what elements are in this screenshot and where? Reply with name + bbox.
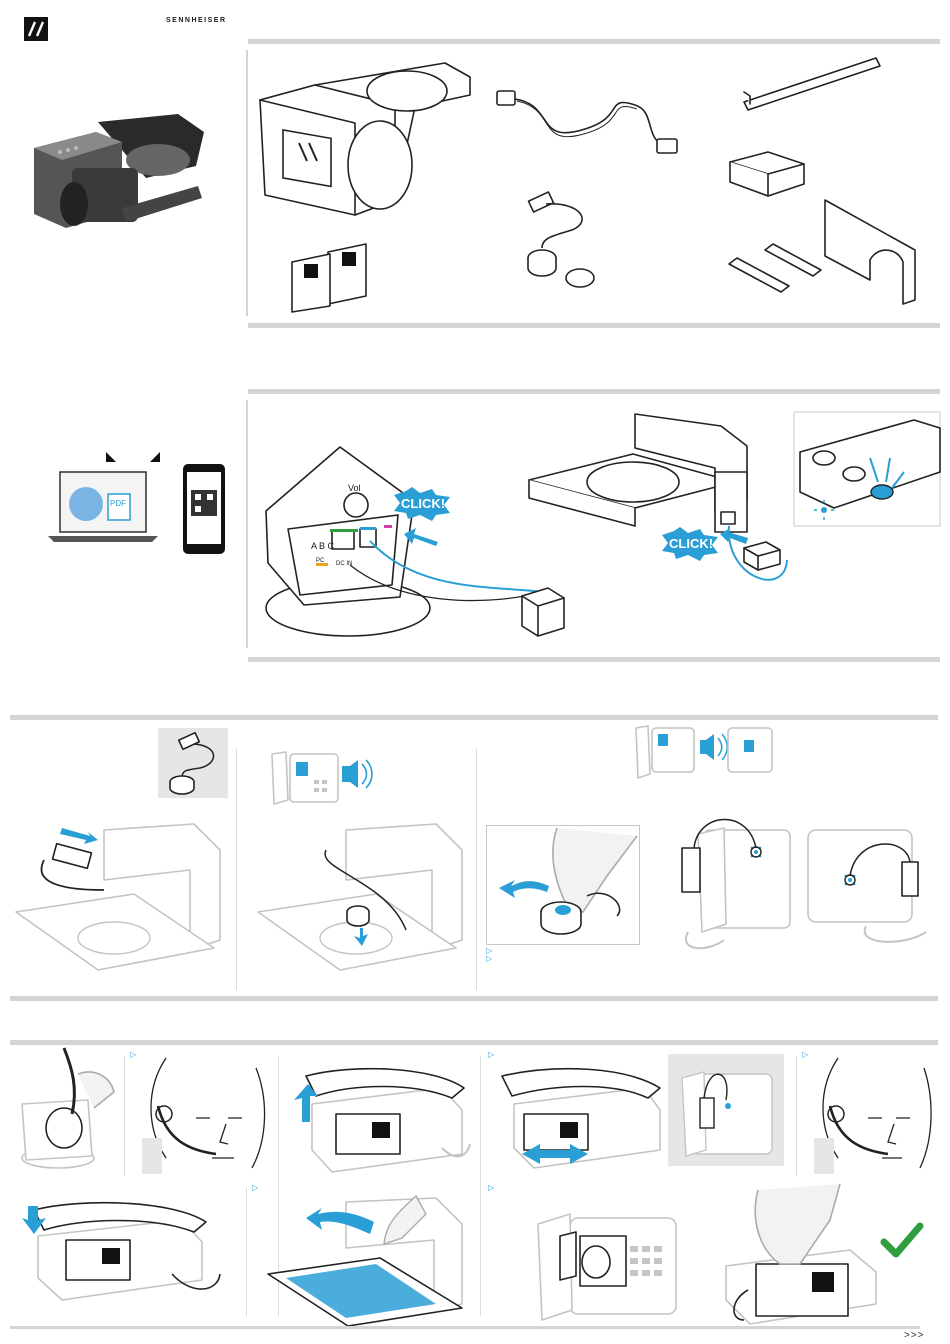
base-station-drawing <box>255 55 475 215</box>
telephone-cable-drawing <box>495 85 685 160</box>
step-bullet-7: ▷ <box>488 1183 494 1192</box>
button-detail-inset <box>794 412 940 526</box>
microphone-on-phone-drawing <box>668 812 796 950</box>
section-1-divider <box>246 50 248 316</box>
section-3-bottom-rule <box>10 996 938 1001</box>
section-2-divider <box>246 400 248 648</box>
telephone-plug-drawing <box>740 540 785 570</box>
spacer-plates-drawing <box>725 200 920 310</box>
section-3-divider-2 <box>476 748 477 990</box>
section-2-bottom-rule <box>248 657 940 662</box>
section-4-top-rule <box>10 1040 938 1045</box>
base-beside-phone-drawing <box>530 1196 680 1326</box>
insert-spacer-plate-drawing <box>266 1194 474 1322</box>
section-1-top-rule <box>248 39 940 44</box>
brand-name: SENNHEISER <box>166 17 227 24</box>
footer-rule <box>10 1326 920 1329</box>
step-bullet-4: ▷ <box>488 1050 494 1059</box>
svg-text:PDF: PDF <box>110 499 126 508</box>
wearing-headset-face-2-drawing <box>808 1058 938 1174</box>
headband-drawing <box>740 52 885 112</box>
switch-labels: A B C <box>311 541 334 551</box>
phone-to-speaker-icon <box>630 722 780 782</box>
lower-handset-drawing <box>22 1196 222 1306</box>
plug-cable-into-base-drawing <box>14 820 224 990</box>
section-3-top-rule <box>10 715 938 720</box>
section-4-divider-4 <box>124 1056 125 1176</box>
step-bullet-6: ▷ <box>252 1183 258 1192</box>
click-label-right: CLICK! <box>669 536 713 551</box>
microphone-cable-panel <box>158 728 228 798</box>
remove-liner-panel <box>486 825 640 945</box>
sennheiser-logo-icon <box>24 17 48 41</box>
quick-guide-booklets-drawing <box>290 242 370 312</box>
base-station-side-drawing <box>525 408 795 608</box>
port-label-pc: PC <box>316 558 324 564</box>
download-laptop-phone-drawing: PDF <box>48 448 233 556</box>
continue-indicator: >>> <box>904 1330 925 1341</box>
section-4-divider-2 <box>480 1056 481 1316</box>
dial-label: Vol <box>348 483 361 493</box>
adhesive-pad-box-drawing <box>728 150 806 200</box>
section-4-divider-5 <box>246 1188 247 1316</box>
step-bullet-2: ▷ <box>486 954 492 963</box>
section-3-divider-1 <box>236 748 237 990</box>
phone-inset-panel <box>668 1054 784 1166</box>
attach-microphone-to-base-drawing <box>256 820 466 985</box>
headset-in-charger-drawing <box>14 1048 122 1170</box>
adjust-lifter-drawing <box>494 1064 664 1176</box>
arrow-into-port-icon <box>404 528 440 548</box>
wearing-headset-face-drawing <box>136 1058 276 1174</box>
click-label-left: CLICK! <box>401 496 445 511</box>
lift-handset-drawing <box>292 1064 474 1176</box>
microphone-on-base-drawing <box>806 826 932 946</box>
checkmark-icon <box>882 1224 922 1258</box>
cable-with-microphone-drawing <box>512 192 607 292</box>
desk-phone-speaker-icon <box>266 748 376 808</box>
section-2-top-rule <box>248 389 940 394</box>
section-1-bottom-rule <box>248 323 940 328</box>
installation-complete-drawing <box>720 1180 880 1326</box>
section-4-divider-3 <box>796 1056 797 1176</box>
port-label-dc-in: DC IN <box>336 561 352 567</box>
product-photo <box>26 108 216 248</box>
